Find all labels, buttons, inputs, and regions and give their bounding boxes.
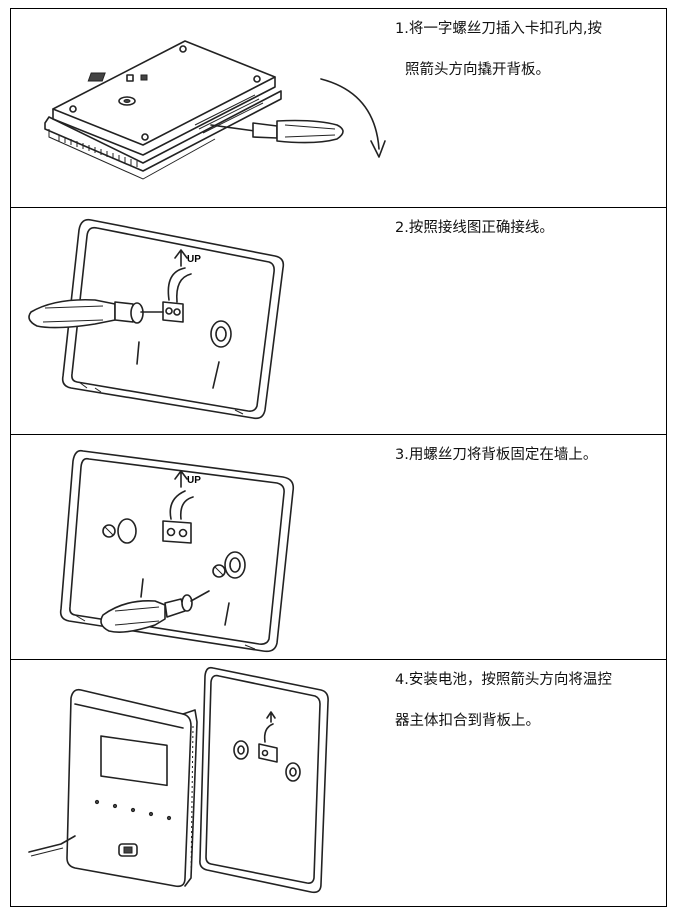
vent-slots xyxy=(58,94,264,167)
step-text-2: 2.按照接线图正确接线。 xyxy=(395,218,663,239)
back-plate-icon: UP xyxy=(59,449,295,653)
step-row-2: UP 2.按照接线图正确接线。 xyxy=(11,208,666,435)
up-label: UP xyxy=(187,475,201,486)
step2-illustration: UP xyxy=(28,218,285,420)
curved-arrow-icon xyxy=(320,78,386,158)
up-label: UP xyxy=(187,254,201,265)
back-plate-icon xyxy=(199,666,329,894)
screwdriver-icon xyxy=(210,119,344,144)
step-text-4: 4.安装电池，按照箭头方向将温控 器主体扣合到背板上。 xyxy=(395,670,663,732)
thermostat-back-icon xyxy=(44,40,282,180)
back-plate-icon: UP xyxy=(61,218,285,420)
step3-line1: 3.用螺丝刀将背板固定在墙上。 xyxy=(395,447,598,463)
step3-illustration: UP xyxy=(59,449,295,653)
step-row-4: 4.安装电池，按照箭头方向将温控 器主体扣合到背板上。 xyxy=(11,660,666,906)
step1-line1: 1.将一字螺丝刀插入卡扣孔内,按 xyxy=(395,21,602,37)
step-text-3: 3.用螺丝刀将背板固定在墙上。 xyxy=(395,445,663,466)
screwdriver-icon xyxy=(100,590,210,633)
step1-illustration xyxy=(44,40,386,180)
instruction-table: 1.将一字螺丝刀插入卡扣孔内,按 照箭头方向撬开背板。 UP xyxy=(10,8,667,907)
step-row-3: UP 3.用螺丝刀将背板固定在墙上。 xyxy=(11,435,666,660)
screwdriver-icon xyxy=(28,298,164,329)
step4-illustration xyxy=(28,666,329,894)
step4-line2: 器主体扣合到背板上。 xyxy=(395,713,540,729)
step1-line2: 照箭头方向撬开背板。 xyxy=(405,62,550,78)
step4-line1: 4.安装电池，按照箭头方向将温控 xyxy=(395,672,612,688)
step-row-1: 1.将一字螺丝刀插入卡扣孔内,按 照箭头方向撬开背板。 xyxy=(11,9,666,208)
step-text-1: 1.将一字螺丝刀插入卡扣孔内,按 照箭头方向撬开背板。 xyxy=(395,19,663,81)
step2-line1: 2.按照接线图正确接线。 xyxy=(395,220,554,236)
battery-arrow-icon xyxy=(28,835,76,857)
thermostat-icon xyxy=(66,688,198,888)
